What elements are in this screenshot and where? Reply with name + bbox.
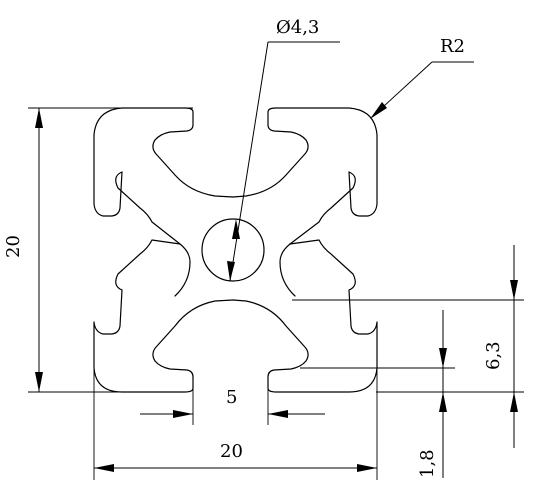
dimension-width: 20 [94,441,377,472]
center-bore [201,218,265,282]
dimension-slot-depth: 6,3 [483,245,518,448]
dimension-slot-width: 5 [140,387,325,418]
core-web-right [279,243,296,297]
leader-hole-diameter: Ø4,3 [227,17,340,282]
corner-bottom-right [232,239,378,393]
corner-top-left [93,107,234,245]
profile-outline [93,107,378,393]
leader-radius: R2 [370,36,474,119]
corner-bottom-left [93,239,234,393]
extension-lines [28,107,524,480]
width-label: 20 [220,441,243,462]
radius-label: R2 [440,36,465,57]
corner-top-right [232,107,378,245]
dimension-height: 20 [3,108,43,392]
wall-thickness-label: 1,8 [417,449,438,478]
dimension-wall-thickness: 1,8 [417,310,447,478]
slot-depth-label: 6,3 [483,341,504,370]
core-web-left [174,243,191,297]
slot-width-label: 5 [226,387,237,408]
height-label: 20 [3,235,24,258]
hole-diameter-label: Ø4,3 [276,17,319,38]
